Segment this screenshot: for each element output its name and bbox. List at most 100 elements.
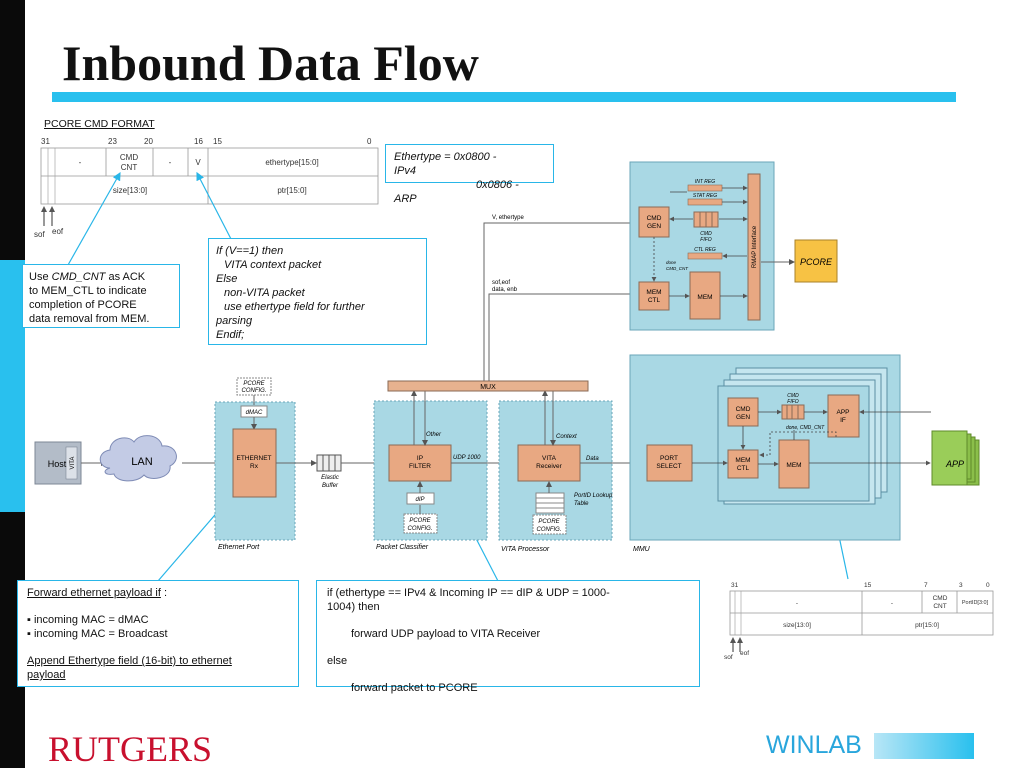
- ethertype-line-2: IPv4: [394, 165, 417, 177]
- app-field-dash-1: -: [796, 600, 798, 607]
- elastic-buffer: Elastic Buffer: [316, 454, 342, 489]
- ip-filter-line-5: forward packet to PCORE: [351, 682, 478, 694]
- host-label: Host: [48, 459, 67, 469]
- mmu-mem-ctl-1: MEM: [735, 457, 750, 464]
- left-accent-bar: [0, 260, 25, 512]
- bit-20-label: 20: [144, 137, 153, 146]
- context-label: Context: [556, 434, 577, 440]
- title-underline: [52, 92, 956, 102]
- eth-pcore-config-2: CONFIG.: [242, 388, 267, 394]
- app-if-label-1: APP: [836, 409, 849, 416]
- field-v: V: [195, 158, 201, 167]
- ethertype-note: Ethertype = 0x0800 - IPv4 0x0806 - ARP: [385, 144, 554, 205]
- mmu-mem: MEM: [786, 462, 801, 469]
- mmu-cmd-fifo-1: CMD: [787, 393, 799, 399]
- field-cmd-cnt-top: CMD: [120, 153, 138, 162]
- lan-cloud: LAN: [99, 435, 177, 482]
- bit-16-label: 16: [194, 137, 203, 146]
- elastic-buffer-label-2: Buffer: [322, 483, 339, 489]
- done-label-top: done: [666, 260, 677, 265]
- forward-eth-line-2: ▪ incoming MAC = dMAC: [27, 614, 149, 626]
- app-field-cmd-1: CMD: [933, 595, 948, 602]
- top-mem-ctl-2: CTL: [648, 297, 661, 304]
- bit-0-label: 0: [367, 137, 372, 146]
- app-field-portid: PortID[3:0]: [962, 600, 989, 606]
- mmu-done-cmd-cnt: done, CMD_CNT: [786, 425, 825, 431]
- cmd-cnt-note: Use CMD_CNT as ACK to MEM_CTL to indicat…: [22, 264, 180, 328]
- vita-check-line-5: use ethertype field for further: [224, 301, 365, 313]
- top-cmd-fifo-1: CMD: [700, 231, 712, 237]
- app-eof-label: eof: [740, 650, 749, 657]
- vita-check-line-4: non-VITA packet: [224, 287, 305, 299]
- app-bit-3: 3: [959, 582, 963, 589]
- cmd-cnt-line-1: Use CMD_CNT as ACK: [29, 271, 146, 283]
- udp-1000-label: UDP 1000: [453, 455, 481, 461]
- vp-pcore-config-1: PCORE: [538, 519, 560, 525]
- packet-classifier-label: Packet Classifier: [376, 544, 429, 551]
- app-field-size: size[13:0]: [783, 622, 811, 629]
- app-field-dash-2: -: [891, 600, 893, 607]
- ip-filter-line-1: if (ethertype == IPv4 & Incoming IP == d…: [327, 587, 610, 599]
- vita-processor-label: VITA Processor: [501, 546, 550, 553]
- ethernet-port-label: Ethernet Port: [218, 544, 260, 551]
- pcore-cmd-format-heading: PCORE CMD FORMAT: [44, 118, 155, 130]
- bit-15-label: 15: [213, 137, 222, 146]
- ip-filter-label-1: IP: [417, 455, 423, 462]
- app-bit-0: 0: [986, 582, 990, 589]
- app-sof-label: sof: [724, 654, 733, 661]
- pcore-block: PCORE: [794, 239, 838, 283]
- mux-to-pcore-lines: [483, 220, 639, 381]
- cmd-cnt-line-3: completion of PCORE: [29, 299, 137, 311]
- int-reg-label: INT REG: [695, 179, 715, 185]
- field-ptr: ptr[15:0]: [277, 186, 306, 195]
- vita-processor-region: VITA Receiver Context Data PortID Lookup…: [498, 390, 613, 553]
- vita-receiver-label-2: Receiver: [536, 463, 562, 470]
- port-select-label-2: SELECT: [656, 463, 681, 470]
- vita-check-line-7: Endif;: [216, 329, 245, 341]
- eof-label: eof: [52, 227, 64, 236]
- slide-title: Inbound Data Flow: [62, 35, 479, 91]
- stat-reg-label: STAT REG: [693, 193, 717, 199]
- rmap-interface-label: RMAP Interface: [752, 225, 758, 268]
- portid-lookup-label-2: Table: [574, 501, 589, 507]
- ip-filter-line-4: else: [327, 655, 348, 667]
- vita-check-line-2: VITA context packet: [224, 259, 322, 271]
- field-cmd-cnt-bottom: CNT: [121, 163, 138, 172]
- pcore-interface-region: CMD GEN MEM CTL MEM INT REG STAT REG CMD…: [629, 161, 775, 331]
- ip-filter-note: if (ethertype == IPv4 & Incoming IP == d…: [316, 580, 700, 694]
- ethernet-port-region: PCORE CONFIG. dMAC ETHERNET Rx Ethernet …: [214, 377, 296, 551]
- vp-pcore-config-2: CONFIG.: [537, 527, 562, 533]
- mmu-label: MMU: [633, 546, 651, 553]
- dmac-label: dMAC: [246, 410, 263, 416]
- app-field-ptr: ptr[15:0]: [915, 622, 939, 629]
- sof-eof-label: sof,eof: [492, 280, 510, 286]
- field-dash-1: -: [79, 158, 82, 167]
- field-size: size[13:0]: [113, 186, 147, 195]
- top-cmd-gen-2: GEN: [647, 223, 661, 230]
- winlab-logo: WINLAB: [766, 731, 862, 759]
- app-label: APP: [945, 459, 964, 469]
- bit-31-label: 31: [41, 137, 50, 146]
- bit-23-label: 23: [108, 137, 117, 146]
- mux-block: MUX: [387, 380, 589, 392]
- host-block: Host VITA: [34, 441, 82, 485]
- top-mem: MEM: [697, 294, 712, 301]
- dip-label: dIP: [415, 497, 424, 503]
- packet-classifier-region: IP FILTER UDP 1000 Other dIP PCORE CONFI…: [373, 390, 488, 551]
- app-bit-31: 31: [731, 582, 739, 589]
- pcore-cmd-format-table: 31 23 20 16 15 0 - CMD CNT - V ethertype…: [34, 137, 379, 239]
- vita-check-note: If (V==1) then VITA context packet Else …: [208, 238, 427, 345]
- other-label: Other: [426, 432, 442, 438]
- vita-check-line-3: Else: [216, 273, 238, 285]
- app-bit-15: 15: [864, 582, 872, 589]
- mmu-cmd-fifo-2: FIFO: [787, 399, 798, 405]
- vita-tag: VITA: [70, 457, 76, 470]
- data-label: Data: [586, 456, 599, 462]
- top-cmd-fifo-2: FIFO: [700, 237, 711, 243]
- ctl-reg-label: CTL REG: [694, 247, 716, 253]
- ethertype-line-1: Ethertype = 0x0800 -: [394, 151, 497, 163]
- cmd-cnt-line-2: to MEM_CTL to indicate: [29, 285, 147, 297]
- vita-check-line-6: parsing: [216, 315, 253, 327]
- ethertype-line-3: 0x0806 -: [476, 179, 519, 191]
- sof-label: sof: [34, 230, 45, 239]
